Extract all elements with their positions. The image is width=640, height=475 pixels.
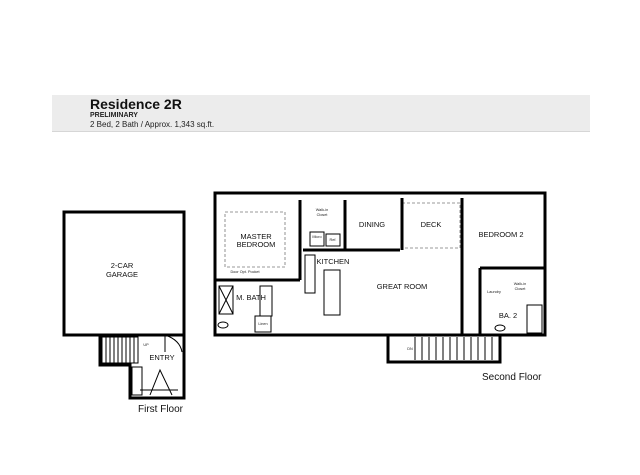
master-bath-label: M. BATH — [236, 293, 266, 302]
entry-door-swing — [164, 334, 183, 353]
bath2-label: BA. 2 — [499, 311, 517, 320]
front-door — [140, 368, 178, 396]
deck-outline — [401, 202, 461, 249]
second-floor-plan: MASTER BEDROOM M. BATH KITCHEN GREAT ROO… — [213, 191, 547, 364]
walkin-closet2-label-2: Closet — [515, 287, 527, 291]
garage-label-1: 2-CAR — [111, 261, 134, 270]
garage-label-2: GARAGE — [106, 270, 138, 279]
dining-label: DINING — [359, 220, 385, 229]
sink — [494, 324, 506, 332]
linen-label: Linen — [258, 322, 267, 326]
dn-label: DN — [407, 347, 413, 351]
walkin-closet-label-1: Walk-in — [316, 208, 329, 212]
entry-stoop — [131, 366, 143, 396]
shower — [218, 285, 234, 315]
status-label: PRELIMINARY — [90, 112, 138, 119]
refrigerator — [325, 233, 341, 247]
plan-summary: 2 Bed, 2 Bath / Approx. 1,343 sq.ft. — [90, 120, 215, 129]
master-rug-outline — [224, 211, 286, 268]
garage-walls — [62, 210, 186, 400]
bathtub — [526, 304, 543, 334]
first-floor-plan: 2-CAR GARAGE ENTRY UP — [62, 210, 186, 400]
second-floor-walls — [213, 191, 547, 337]
entry-label: ENTRY — [149, 353, 174, 362]
second-floor-caption: Second Floor — [482, 372, 542, 383]
walkin-closet-label-2: Closet — [317, 213, 329, 217]
master-bedroom-label-2: BEDROOM — [237, 240, 276, 249]
stairs-first-floor — [101, 336, 139, 364]
kitchen-label: KITCHEN — [317, 257, 350, 266]
stairs-second-floor — [386, 335, 502, 364]
linen-closet — [254, 315, 272, 333]
laundry-label: Laundry — [487, 290, 501, 294]
great-room-label: GREAT ROOM — [377, 282, 428, 291]
microwave — [309, 231, 325, 247]
bedroom2-label: BEDROOM 2 — [478, 230, 523, 239]
micro-label: Micro — [312, 235, 321, 239]
master-bedroom-label-1: MASTER — [240, 232, 272, 241]
kitchen-island — [323, 269, 341, 316]
plan-title: Residence 2R — [90, 96, 182, 112]
kitchen-counter — [304, 254, 316, 294]
walkin-closet2-label-1: Walk-in — [514, 282, 527, 286]
header-band — [52, 95, 590, 132]
deck-label: DECK — [421, 220, 442, 229]
shower-x — [218, 285, 234, 315]
up-label: UP — [143, 343, 149, 347]
toilet — [217, 321, 229, 329]
ref-label: Ref. — [330, 238, 337, 242]
pocket-door-label: Door Opt. Pocket — [230, 270, 260, 274]
first-floor-caption: First Floor — [138, 404, 183, 415]
